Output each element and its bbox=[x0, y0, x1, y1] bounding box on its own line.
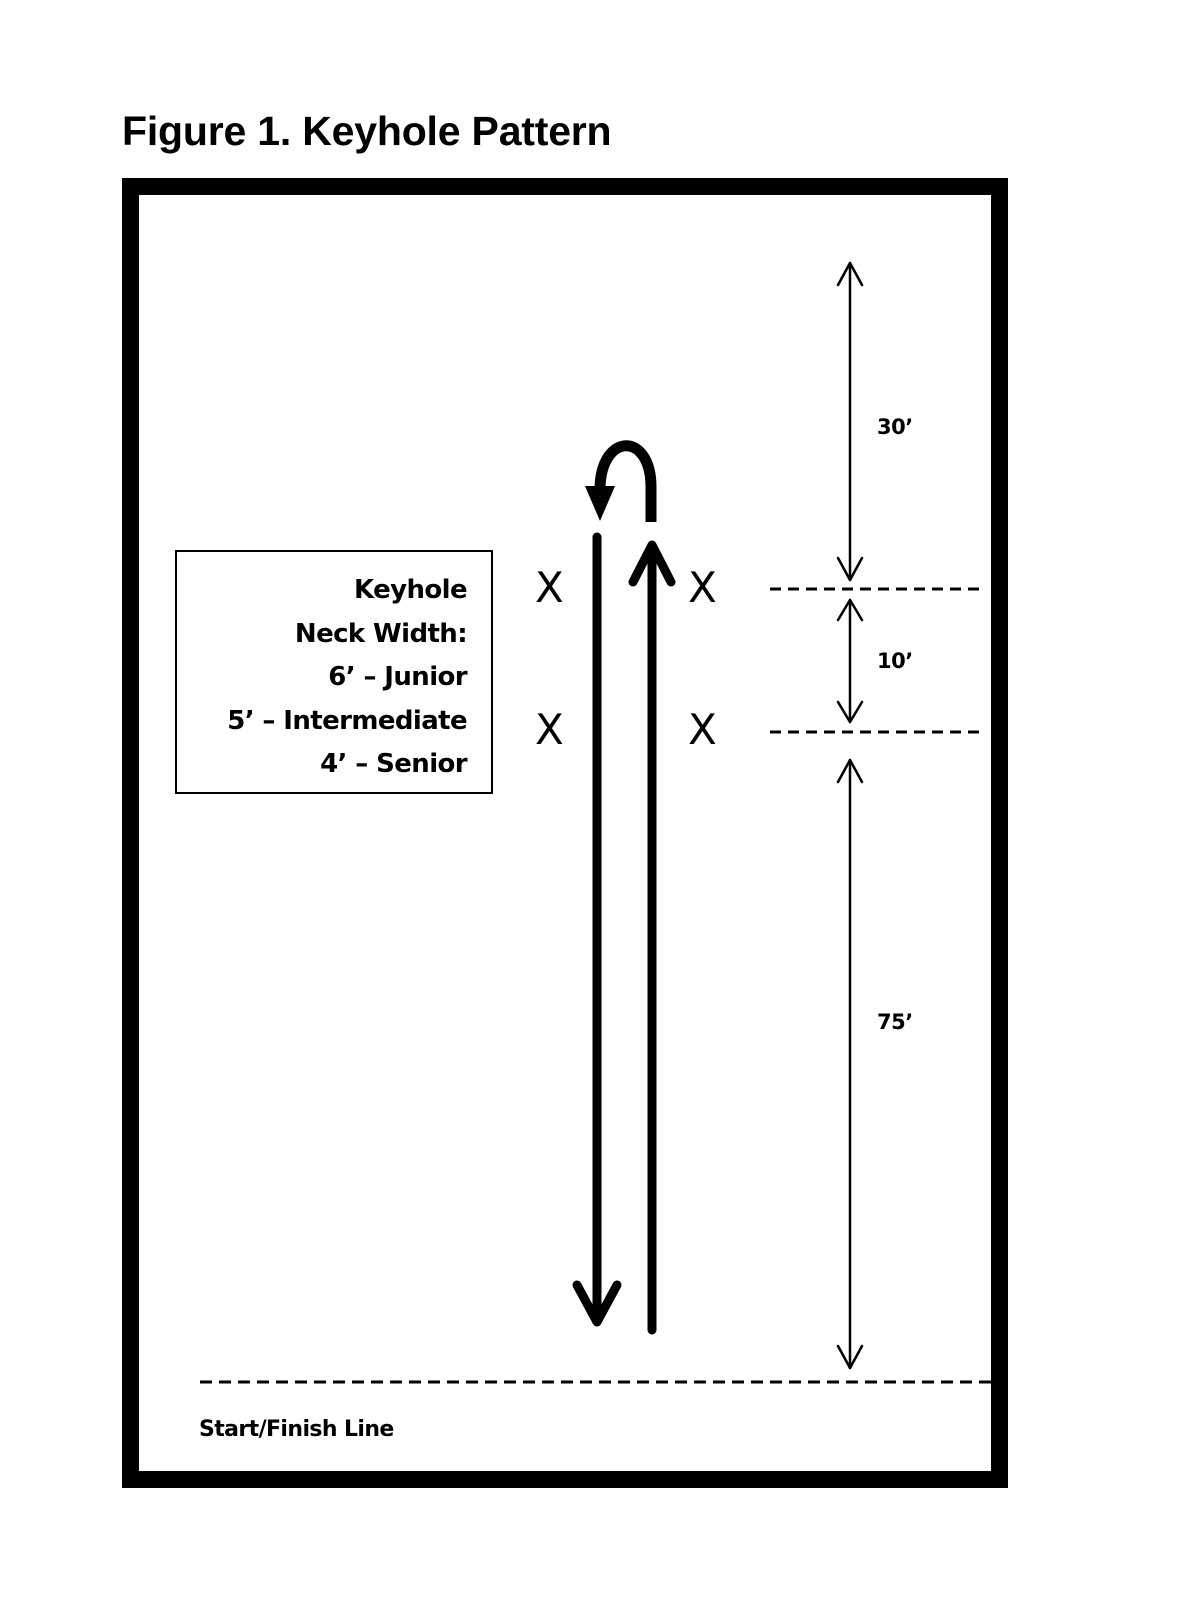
dimension-10-label: 10’ bbox=[877, 649, 913, 673]
barrel-marker-upper-left: X bbox=[535, 563, 564, 612]
legend-line-junior: 6’ – Junior bbox=[328, 662, 467, 692]
barrel-marker-upper-right: X bbox=[688, 563, 717, 612]
arena-border bbox=[122, 178, 1008, 1488]
legend-line-neck-width: Neck Width: bbox=[294, 618, 468, 649]
legend-line-intermediate: 5’ – Intermediate bbox=[227, 705, 467, 736]
dimension-30-label: 30’ bbox=[877, 415, 913, 439]
dimension-75-label: 75’ bbox=[877, 1010, 913, 1034]
barrel-marker-lower-right: X bbox=[688, 705, 717, 754]
neck-width-legend: Keyhole Neck Width: 6’ – Junior 5’ – Int… bbox=[175, 550, 493, 794]
start-finish-label: Start/Finish Line bbox=[199, 1417, 394, 1442]
legend-line-senior: 4’ – Senior bbox=[320, 749, 468, 779]
barrel-marker-lower-left: X bbox=[535, 705, 564, 754]
legend-line-keyhole: Keyhole bbox=[354, 575, 468, 605]
figure-title: Figure 1. Keyhole Pattern bbox=[122, 108, 612, 154]
